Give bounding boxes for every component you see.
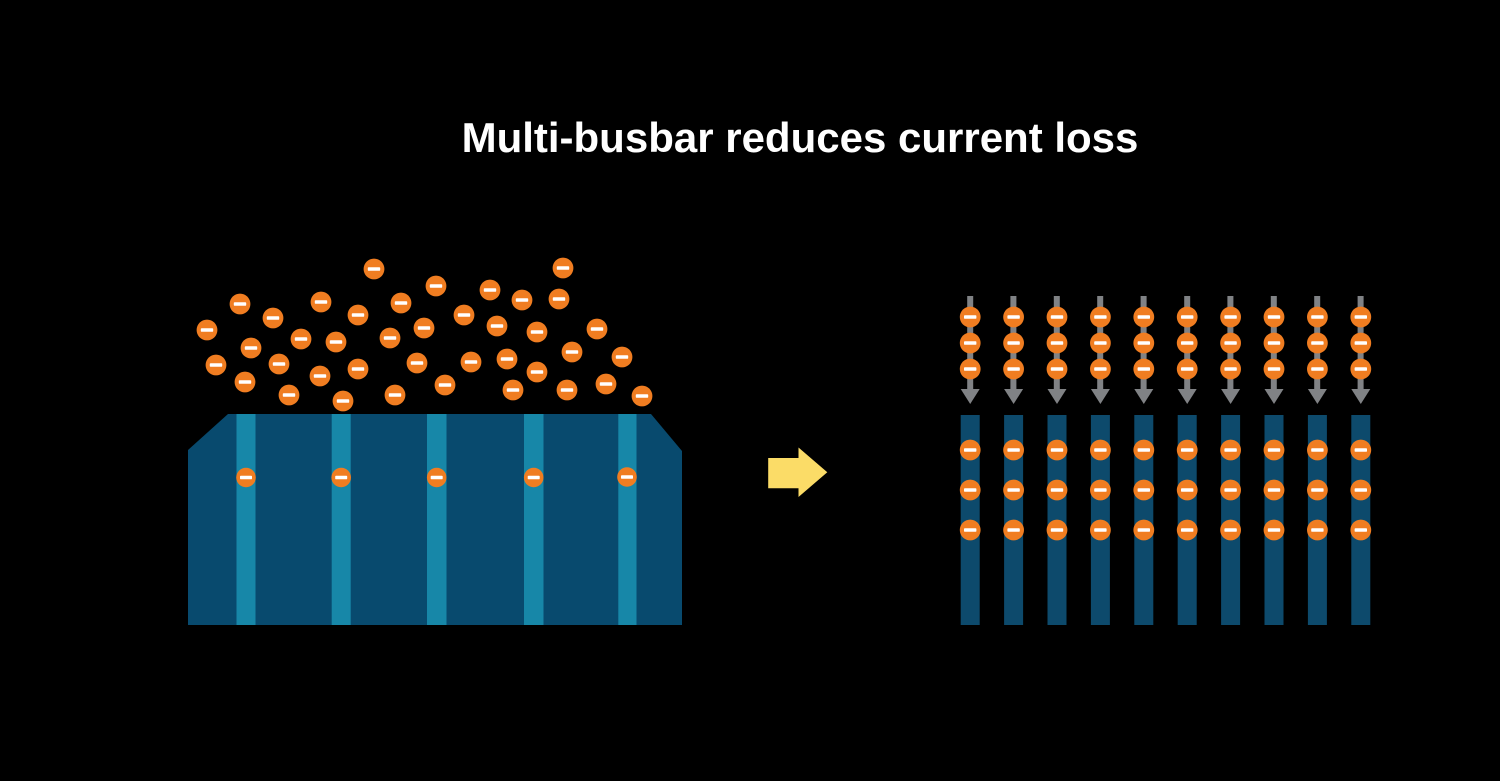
svg-text:Multi-busbar reduces current l: Multi-busbar reduces current loss <box>462 114 1139 161</box>
